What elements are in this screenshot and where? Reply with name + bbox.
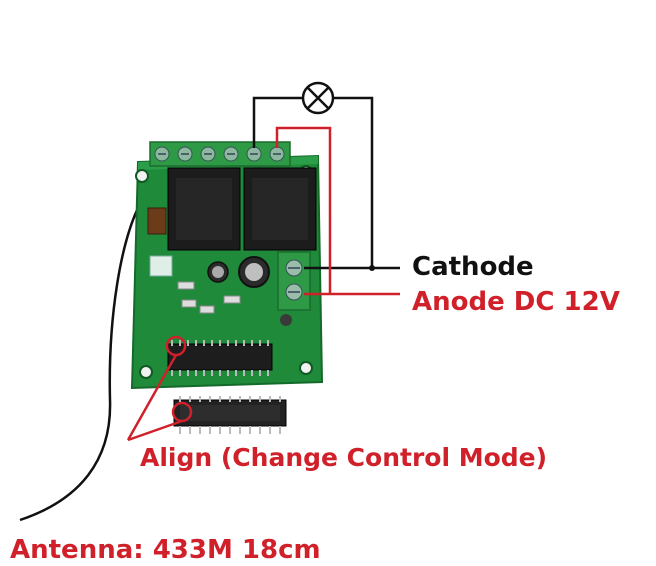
lamp-symbol-icon bbox=[301, 81, 335, 115]
cathode-label: Cathode bbox=[412, 252, 534, 282]
cathode-wire bbox=[252, 96, 400, 270]
inductor bbox=[147, 207, 167, 235]
receiver-board bbox=[130, 141, 324, 390]
align-label: Align (Change Control Mode) bbox=[140, 443, 548, 472]
relay-right bbox=[243, 167, 317, 251]
mount-hole bbox=[139, 365, 153, 379]
relay-left bbox=[167, 167, 241, 251]
top-terminal-block bbox=[149, 141, 291, 167]
power-terminal-block bbox=[277, 251, 311, 311]
anode-wire bbox=[275, 126, 400, 296]
antenna-label: Antenna: 433M 18cm bbox=[10, 535, 321, 565]
connector-white bbox=[149, 255, 173, 277]
align-pointer-line bbox=[126, 354, 183, 442]
mount-hole bbox=[299, 361, 313, 375]
loose-ic-chip bbox=[171, 396, 287, 434]
mount-hole bbox=[135, 169, 149, 183]
antenna-wire bbox=[19, 199, 144, 522]
anode-label: Anode DC 12V bbox=[412, 287, 620, 317]
